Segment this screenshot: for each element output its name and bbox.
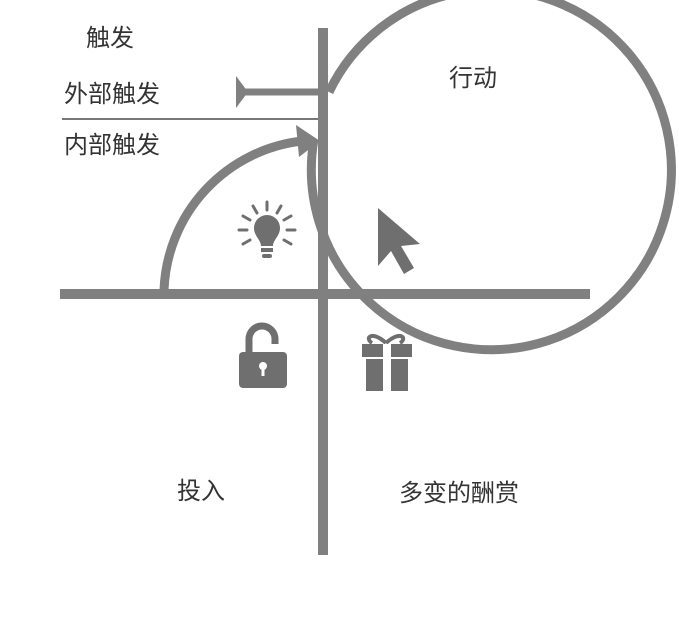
external-trigger-label: 外部触发 (64, 80, 160, 108)
internal-trigger-arc (159, 136, 303, 291)
unlocked-padlock-icon (239, 322, 287, 388)
investment-label: 投入 (177, 477, 225, 505)
external-trigger-cap (236, 76, 248, 108)
variable-reward-label: 多变的酬赏 (399, 479, 519, 507)
internal-trigger-label: 内部触发 (64, 131, 160, 159)
action-label: 行动 (449, 64, 497, 92)
cursor-arrow-icon (378, 208, 420, 274)
gift-box-icon (362, 333, 412, 391)
internal-trigger-arrowhead (296, 125, 320, 157)
trigger-label: 触发 (86, 24, 134, 52)
lightbulb-icon (237, 200, 297, 258)
